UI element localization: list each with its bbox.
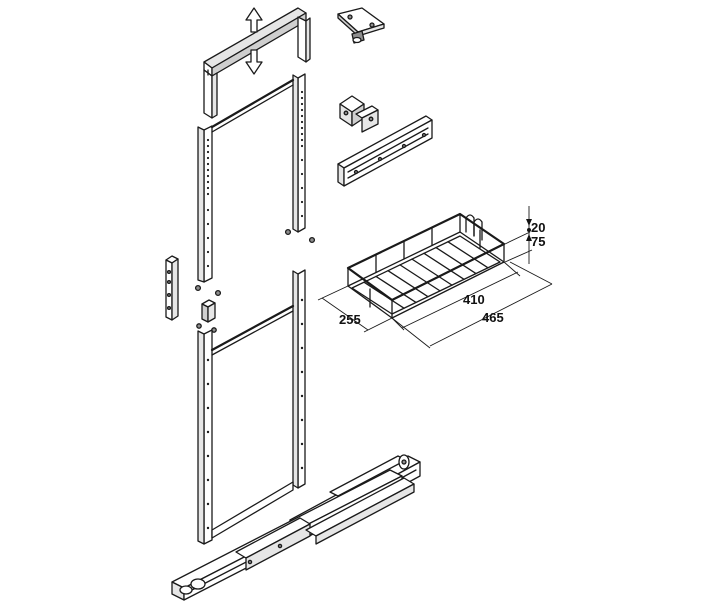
mounting-hole (206, 174, 210, 178)
basket-hook (465, 214, 483, 241)
mounting-hole (300, 108, 304, 112)
mounting-hole (206, 502, 210, 506)
mounting-hole (206, 222, 210, 226)
mounting-hole (300, 90, 304, 94)
post-connector (196, 299, 217, 333)
hinge-bracket (339, 95, 379, 133)
mounting-hole (300, 418, 304, 422)
mounting-hole (206, 264, 210, 268)
mounting-hole (206, 162, 210, 166)
mounting-hole (300, 158, 304, 162)
dimension-lines (317, 206, 553, 349)
middle-frame-holes (206, 90, 304, 268)
dim-label-255: 255 (339, 312, 361, 327)
lower-frame (197, 269, 306, 545)
mounting-hole (206, 526, 210, 530)
basket-wire (435, 246, 477, 275)
mounting-hole (206, 382, 210, 386)
mounting-hole (206, 478, 210, 482)
top-mounting-plate (337, 7, 385, 44)
dim-label-465: 465 (482, 310, 504, 325)
dim-label-410: 410 (463, 292, 485, 307)
basket-wire (447, 241, 489, 269)
basket-wire (363, 281, 405, 309)
mounting-hole (206, 186, 210, 190)
mounting-hole (300, 96, 304, 100)
mounting-hole (300, 114, 304, 118)
mounting-hole (300, 298, 304, 302)
middle-frame (197, 73, 306, 283)
mounting-hole (300, 346, 304, 350)
drawer-slide-lower (171, 469, 415, 601)
top-frame (203, 7, 311, 119)
basket-wires (363, 226, 489, 309)
mounting-hole (300, 120, 304, 124)
basket-wire (423, 252, 465, 280)
mounting-hole (206, 454, 210, 458)
adjust-arrow-icon (245, 7, 263, 75)
mounting-hole (300, 144, 304, 148)
mounting-hole (206, 138, 210, 142)
mounting-hole (300, 186, 304, 190)
mounting-hole (300, 126, 304, 130)
wall-rail-bracket (337, 115, 433, 187)
mounting-hole (300, 466, 304, 470)
mounting-hole (206, 208, 210, 212)
mounting-hole (206, 168, 210, 172)
mounting-hole (300, 370, 304, 374)
mounting-hole (206, 156, 210, 160)
mounting-hole (300, 214, 304, 218)
mounting-hole (206, 250, 210, 254)
mounting-hole (300, 172, 304, 176)
mounting-hole (300, 442, 304, 446)
basket-wire (399, 264, 441, 292)
mounting-hole (300, 132, 304, 136)
mounting-hole (206, 144, 210, 148)
dimension-labels: 20 75 410 465 255 (339, 220, 545, 327)
mounting-hole (300, 394, 304, 398)
mounting-hole (206, 192, 210, 196)
mounting-hole (300, 138, 304, 142)
basket-wire (375, 275, 417, 304)
mounting-hole (206, 180, 210, 184)
mounting-hole (300, 322, 304, 326)
mounting-hole (206, 236, 210, 240)
basket-wire (387, 270, 429, 298)
mounting-hole (206, 358, 210, 362)
mounting-hole (206, 150, 210, 154)
mounting-hole (206, 430, 210, 434)
mounting-hole (300, 102, 304, 106)
basket-wire (411, 258, 453, 286)
dim-label-75: 75 (531, 234, 545, 249)
dim-label-20: 20 (531, 220, 545, 235)
screw-icon (194, 228, 316, 297)
mounting-hole (206, 406, 210, 410)
mounting-hole (300, 200, 304, 204)
lower-frame-holes (206, 298, 304, 530)
side-connector-strip (165, 255, 179, 321)
